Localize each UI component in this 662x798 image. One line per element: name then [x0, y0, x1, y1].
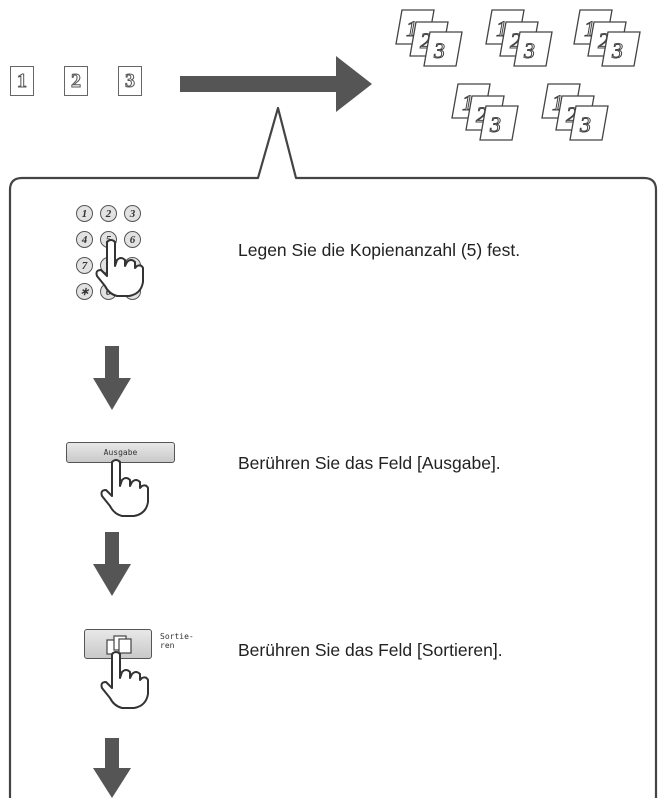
copy-set: 1 2 3: [485, 9, 553, 67]
key-7[interactable]: 7: [76, 257, 93, 274]
down-arrow-icon: [93, 532, 131, 596]
copy-sets: 1 2 3 1 2 3 1 2 3 1 2 3 1 2 3: [395, 9, 641, 141]
key-4[interactable]: 4: [76, 231, 93, 248]
svg-text:3: 3: [489, 112, 501, 137]
right-arrow-icon: [180, 56, 372, 112]
key-star[interactable]: ∗: [76, 283, 93, 300]
original-page-3: 3: [118, 66, 142, 96]
key-2[interactable]: 2: [100, 205, 117, 222]
copy-set: 1 2 3: [541, 83, 609, 141]
copy-set: 1 2 3: [573, 9, 641, 67]
step-3-text: Berühren Sie das Feld [Sortieren].: [238, 640, 503, 660]
key-1[interactable]: 1: [76, 205, 93, 222]
step-1-text: Legen Sie die Kopienanzahl (5) fest.: [238, 240, 521, 260]
sort-icon: [106, 635, 132, 655]
copy-set: 1 2 3: [395, 9, 463, 67]
svg-text:3: 3: [523, 38, 535, 63]
pointing-finger-icon: [95, 239, 144, 297]
down-arrow-icon: [93, 738, 131, 798]
original-page-2: 2: [64, 66, 88, 96]
sort-button-label: Sortie- ren: [160, 632, 194, 650]
step-2-text: Berühren Sie das Feld [Ausgabe].: [238, 453, 501, 473]
pointing-finger-icon: [100, 459, 149, 517]
pointing-finger-icon: [100, 651, 149, 709]
original-page-1: 1: [10, 66, 34, 96]
copy-set: 1 2 3: [451, 83, 519, 141]
svg-text:3: 3: [579, 112, 591, 137]
key-3[interactable]: 3: [124, 205, 141, 222]
svg-text:3: 3: [433, 38, 445, 63]
down-arrow-icon: [93, 346, 131, 410]
key-6[interactable]: 6: [124, 231, 141, 248]
svg-text:3: 3: [611, 38, 623, 63]
